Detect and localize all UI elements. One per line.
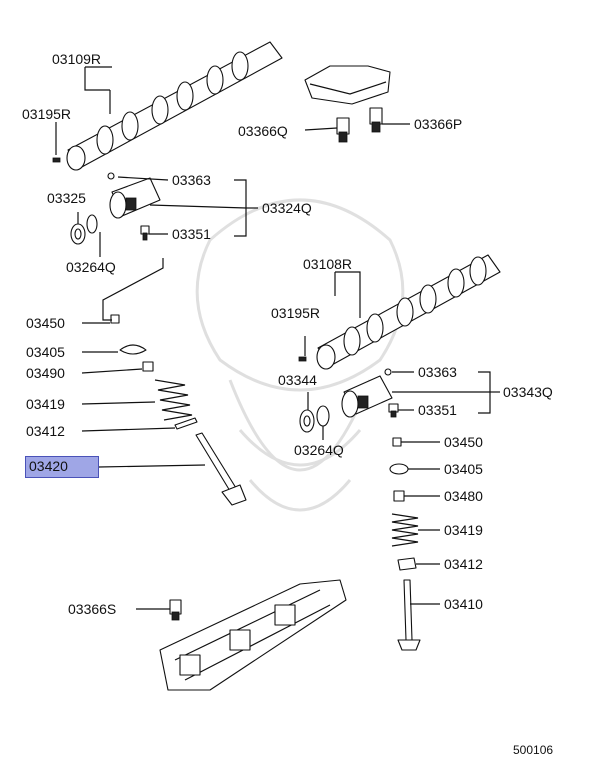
- seat-03412-left: [174, 417, 198, 430]
- label-03366Q[interactable]: 03366Q: [238, 123, 288, 139]
- label-03405-right[interactable]: 03405: [444, 461, 483, 477]
- label-03450-left[interactable]: 03450: [26, 315, 65, 331]
- seal-03490: [142, 361, 154, 372]
- label-03363-upper[interactable]: 03363: [172, 172, 211, 188]
- label-03324Q[interactable]: 03324Q: [262, 200, 312, 216]
- lifter-03366Q: [336, 117, 350, 143]
- lifter-03366S: [169, 599, 182, 621]
- camshaft-lower: [316, 254, 501, 370]
- seal-03325: [70, 223, 86, 245]
- label-03108R[interactable]: 03108R: [303, 256, 352, 272]
- seal-03344: [299, 409, 315, 433]
- spring-03419-right: [391, 513, 419, 547]
- valve-03410: [397, 579, 421, 651]
- label-03351-lower[interactable]: 03351: [418, 402, 457, 418]
- ring-03264Q-upper: [86, 214, 98, 234]
- label-03195R-upper[interactable]: 03195R: [22, 106, 71, 122]
- label-03419-left[interactable]: 03419: [26, 396, 65, 412]
- label-03343Q[interactable]: 03343Q: [503, 384, 553, 400]
- label-03195R-lower[interactable]: 03195R: [271, 305, 320, 321]
- pin-03195R-lower: [298, 356, 307, 362]
- pin-03195R-upper: [52, 157, 61, 163]
- seat-03412-right: [397, 557, 417, 571]
- part-labels: 03109R 03195R 03366Q 03366P 03363 03325 …: [22, 51, 553, 617]
- leader-lines: [55, 66, 500, 610]
- label-03351-upper[interactable]: 03351: [172, 226, 211, 242]
- label-03450-right[interactable]: 03450: [444, 434, 483, 450]
- vvt-actuator-lower: [341, 375, 393, 418]
- retainer-03405-right: [389, 463, 409, 475]
- part-03450-left: [110, 314, 120, 324]
- label-03490[interactable]: 03490: [26, 365, 65, 381]
- bolt-03363-upper: [107, 172, 115, 180]
- label-03344[interactable]: 03344: [278, 372, 317, 388]
- bolt-03363-lower: [384, 368, 392, 376]
- bolt-03351-lower: [388, 403, 399, 418]
- lifter-bracket-top: [304, 65, 391, 105]
- watermark: [195, 198, 405, 512]
- label-03480[interactable]: 03480: [444, 488, 483, 504]
- valve-03420: [195, 432, 247, 506]
- bolt-03351-upper: [140, 225, 150, 241]
- label-03412-left[interactable]: 03412: [26, 423, 65, 439]
- label-03363-lower[interactable]: 03363: [418, 364, 457, 380]
- label-03264Q-upper[interactable]: 03264Q: [66, 259, 116, 275]
- highlight-box: [25, 456, 99, 478]
- retainer-03405-left: [119, 344, 147, 355]
- label-03405-left[interactable]: 03405: [26, 344, 65, 360]
- seal-03480: [393, 490, 405, 502]
- label-03419-right[interactable]: 03419: [444, 522, 483, 538]
- label-03420-highlighted[interactable]: 03420: [29, 458, 68, 474]
- label-03410[interactable]: 03410: [444, 596, 483, 612]
- lifter-03366P: [369, 107, 383, 133]
- label-03366P[interactable]: 03366P: [414, 116, 462, 132]
- label-03366S[interactable]: 03366S: [68, 601, 116, 617]
- ring-03264Q-lower: [316, 405, 330, 427]
- label-03109R[interactable]: 03109R: [52, 51, 101, 67]
- camshaft-upper: [66, 41, 283, 171]
- part-03450-right: [392, 437, 402, 447]
- cam-carrier-bottom: [159, 579, 347, 691]
- spring-03419-left: [154, 379, 193, 421]
- diagram-code: 500106: [513, 743, 554, 757]
- label-03325[interactable]: 03325: [47, 190, 86, 206]
- label-03412-right[interactable]: 03412: [444, 556, 483, 572]
- vvt-actuator-upper: [109, 177, 161, 219]
- label-03264Q-lower[interactable]: 03264Q: [294, 442, 344, 458]
